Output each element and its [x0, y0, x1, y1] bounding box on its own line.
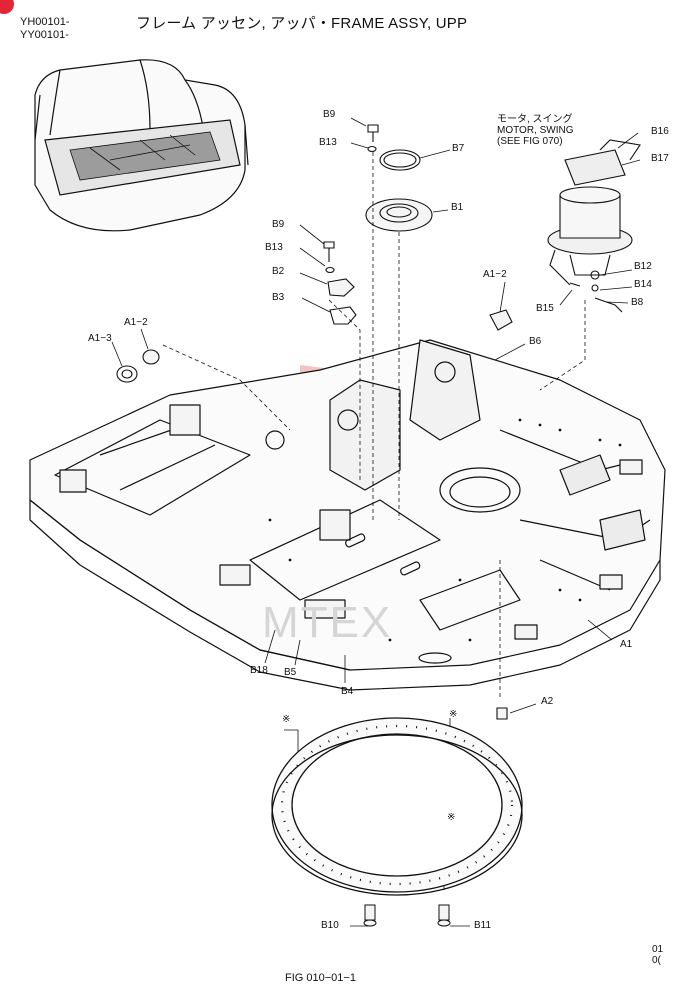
figure-label: FIG 010−01−1: [285, 972, 356, 984]
upper-frame-assembly: [29, 339, 666, 691]
callout-b2: B2: [272, 266, 285, 277]
exploded-parts: [116, 124, 513, 720]
corner-badge: [0, 0, 14, 14]
motor-note-jp: モータ, スイング: [497, 114, 573, 125]
note-mark-3: ※: [447, 812, 456, 823]
callout-b18: B18: [250, 665, 268, 676]
callout-b3: B3: [272, 292, 285, 303]
callout-b13-top: B13: [319, 137, 337, 148]
corner-code-2: 0(: [652, 955, 661, 966]
model-code-2: YY00101-: [20, 29, 69, 41]
page-title: フレーム アッセン, アッパ・FRAME ASSY, UPP: [136, 15, 468, 32]
callout-b9-mid: B9: [272, 219, 285, 230]
callout-a1-3: A1−3: [88, 333, 112, 344]
callout-b17: B17: [651, 153, 669, 164]
callout-b1: B1: [451, 202, 464, 213]
callout-a1-2-left: A1−2: [124, 317, 148, 328]
callout-b12: B12: [634, 261, 652, 272]
motor-note-ref: (SEE FIG 070): [497, 136, 563, 147]
callout-b7: B7: [452, 143, 465, 154]
callout-b6: B6: [529, 336, 542, 347]
ring-bolts: [363, 904, 451, 927]
watermark-text: MTEX: [262, 598, 393, 647]
callout-b5: B5: [284, 667, 297, 678]
cab-inset-illustration: [34, 59, 249, 232]
callout-a1-2-right: A1−2: [483, 269, 507, 280]
callout-b11: B11: [474, 920, 492, 931]
callout-b14: B14: [634, 279, 652, 290]
callout-b13-mid: B13: [265, 242, 283, 253]
corner-code-1: 01: [652, 944, 664, 955]
callout-b15: B15: [536, 303, 554, 314]
note-mark-2: ※: [449, 709, 458, 720]
model-code-1: YH00101-: [20, 16, 70, 28]
callout-b16: B16: [651, 126, 669, 137]
callout-b10: B10: [321, 920, 339, 931]
callout-a1: A1: [620, 639, 633, 650]
swing-bearing-ring: [271, 717, 523, 896]
note-mark-1: ※: [282, 714, 291, 725]
leader-lines: [111, 117, 641, 927]
callout-a2: A2: [541, 696, 554, 707]
callout-b9-top: B9: [323, 109, 336, 120]
swing-motor-illustration: [547, 139, 641, 313]
callout-b4: B4: [341, 686, 354, 697]
callout-b8: B8: [631, 297, 644, 308]
motor-note-en: MOTOR, SWING: [497, 125, 574, 136]
